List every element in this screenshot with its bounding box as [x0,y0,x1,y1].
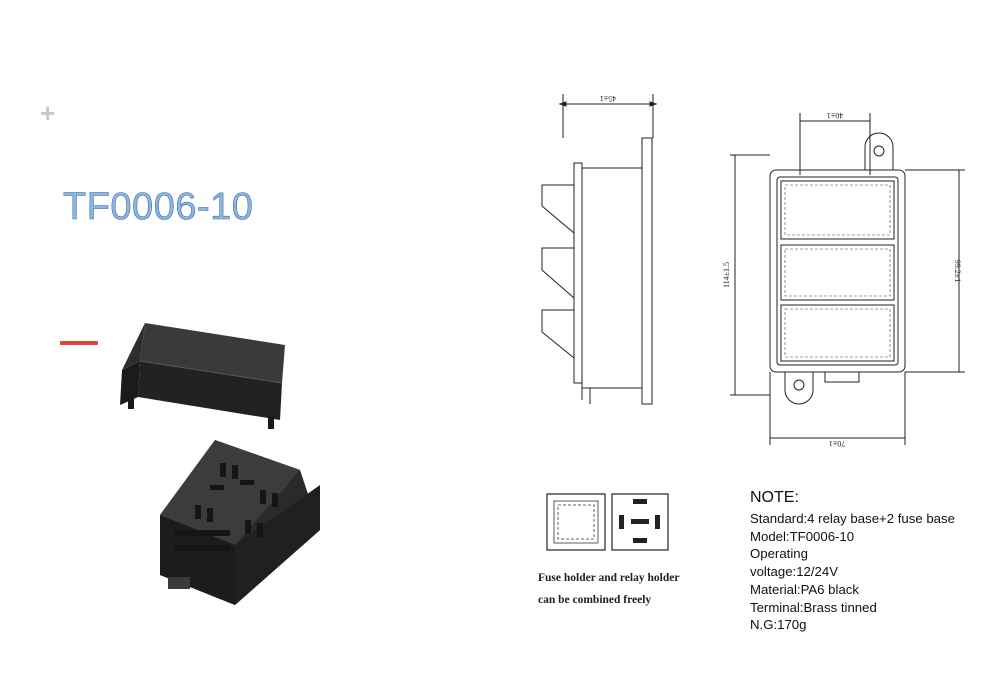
accent-dash [60,341,98,345]
front-view-drawing: 40±1 114±1.5 99.2±1 70±1 [722,111,965,448]
note-line-standard: Standard:4 relay base+2 fuse base [750,511,955,526]
note-line-model: Model:TF0006-10 [750,528,855,544]
note-line-weight: N.G:170g [750,617,807,633]
note-line-operating: Operating [750,546,808,562]
model-title: TF0006-10 [63,186,254,229]
note-heading: NOTE: [750,489,799,506]
dim-side-width: 45±1 [600,94,616,103]
side-view-drawing: 45±1 [541,94,658,405]
note-line-voltage: voltage:12/24V [750,564,838,580]
dim-height-total: 114±1.5 [722,262,731,288]
caption-line-2: can be combined freely [538,594,652,606]
note-line-material: Material:PA6 black [750,581,859,597]
fuse-holder-icon [546,493,606,551]
product-photo [120,323,320,605]
plus-mark: + [40,98,56,128]
dim-height-body: 99.2±1 [953,260,962,282]
relay-holder-icon [611,493,669,551]
dim-bottom-width: 70±1 [829,439,845,448]
lid [120,323,285,429]
note-block: NOTE: Standard:4 relay base+2 fuse base … [750,489,955,634]
caption-line-1: Fuse holder and relay holder [538,572,680,584]
base [160,440,320,605]
note-line-terminal: Terminal:Brass tinned [750,599,877,615]
dim-top-width: 40±1 [827,111,843,120]
